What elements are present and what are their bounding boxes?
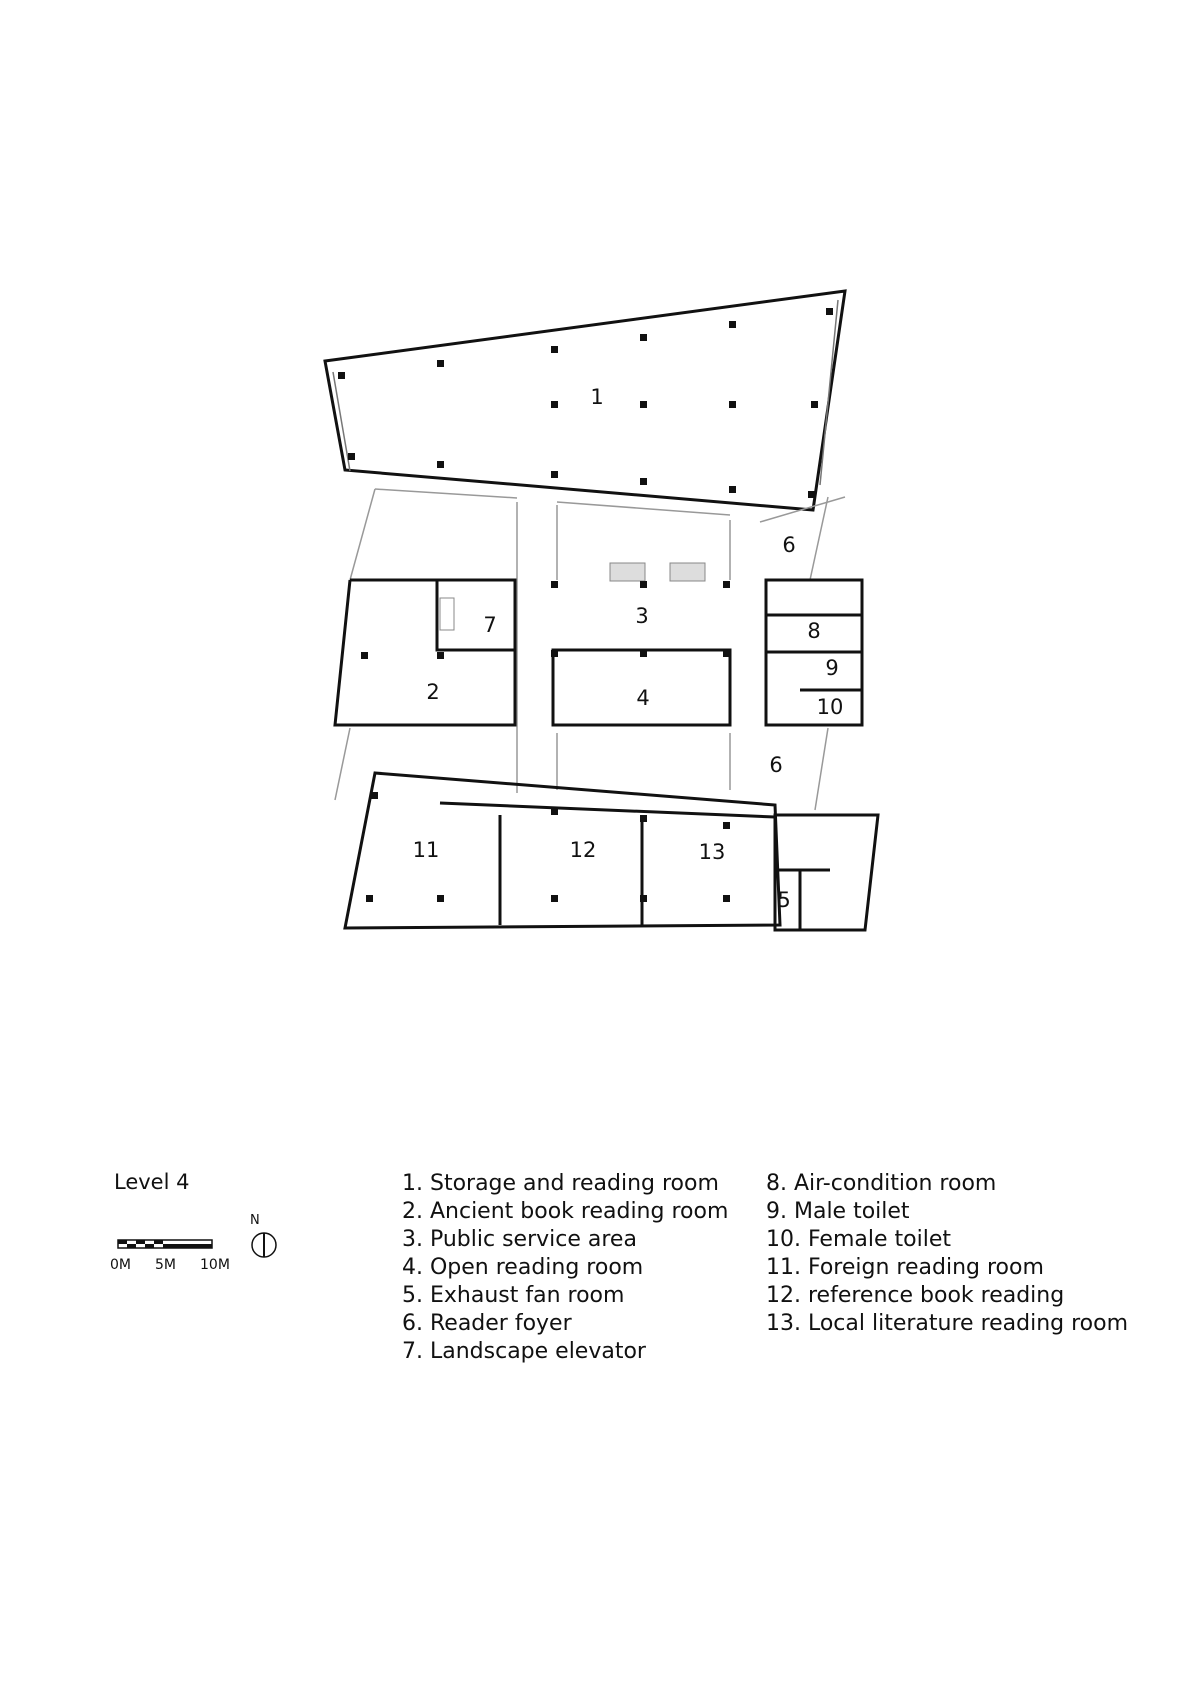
columns <box>338 308 833 902</box>
room-label-9: 9 <box>825 656 838 680</box>
legend-item-13: 13. Local literature reading room <box>766 1311 1129 1336</box>
legend-item-10: 10. Female toilet <box>766 1227 951 1252</box>
legend-item-11: 11. Foreign reading room <box>766 1255 1044 1280</box>
facade-louvers-east-1 <box>819 299 839 486</box>
block-storage-reading <box>323 289 847 512</box>
legend-column-right: 8. Air-condition room 9. Male toilet 10.… <box>766 1170 1128 1338</box>
level-title: Level 4 <box>114 1170 190 1194</box>
facade-louvers-west-1 <box>332 371 351 472</box>
atrium-outline <box>334 488 846 811</box>
legend-item-2: 2. Ancient book reading room <box>402 1199 729 1224</box>
room-label-12: 12 <box>570 838 597 862</box>
room-label-10: 10 <box>817 695 844 719</box>
legend-column-left: 1. Storage and reading room 2. Ancient b… <box>402 1170 728 1366</box>
scale-label-10: 10M <box>200 1257 230 1273</box>
scale-labels: 0M 5M 10M <box>110 1257 250 1277</box>
scale-bar <box>117 1239 213 1249</box>
room-label-2: 2 <box>426 680 439 704</box>
room-label-8: 8 <box>807 619 820 643</box>
block-ancient-book <box>333 578 517 727</box>
block-services <box>764 578 864 727</box>
room-label-11: 11 <box>413 838 440 862</box>
scale-label-0: 0M <box>110 1257 131 1273</box>
room-label-3: 3 <box>635 604 648 628</box>
scale-label-5: 5M <box>155 1257 176 1273</box>
legend-item-7: 7. Landscape elevator <box>402 1339 646 1364</box>
stair-centre <box>609 562 706 582</box>
north-arrow-icon <box>251 1232 277 1258</box>
room-label-5: 5 <box>777 888 790 912</box>
room-label-7: 7 <box>483 613 496 637</box>
room-label-6-bottom: 6 <box>769 753 782 777</box>
legend-item-12: 12. reference book reading <box>766 1283 1065 1308</box>
legend-item-4: 4. Open reading room <box>402 1255 644 1280</box>
legend-item-6: 6. Reader foyer <box>402 1311 572 1336</box>
legend-item-9: 9. Male toilet <box>766 1199 910 1224</box>
room-label-4: 4 <box>636 686 649 710</box>
legend-item-1: 1. Storage and reading room <box>402 1171 719 1196</box>
room-label-1: 1 <box>590 385 603 409</box>
north-label: N <box>250 1213 260 1228</box>
room-label-6-top: 6 <box>782 533 795 557</box>
legend-item-3: 3. Public service area <box>402 1227 637 1252</box>
legend-item-5: 5. Exhaust fan room <box>402 1283 625 1308</box>
room-label-13: 13 <box>699 840 726 864</box>
room-labels: 1 2 3 4 5 6 6 7 8 9 10 11 12 13 <box>413 385 844 912</box>
block-bottom <box>343 771 880 932</box>
legend-item-8: 8. Air-condition room <box>766 1171 997 1196</box>
stair-left <box>439 597 455 631</box>
